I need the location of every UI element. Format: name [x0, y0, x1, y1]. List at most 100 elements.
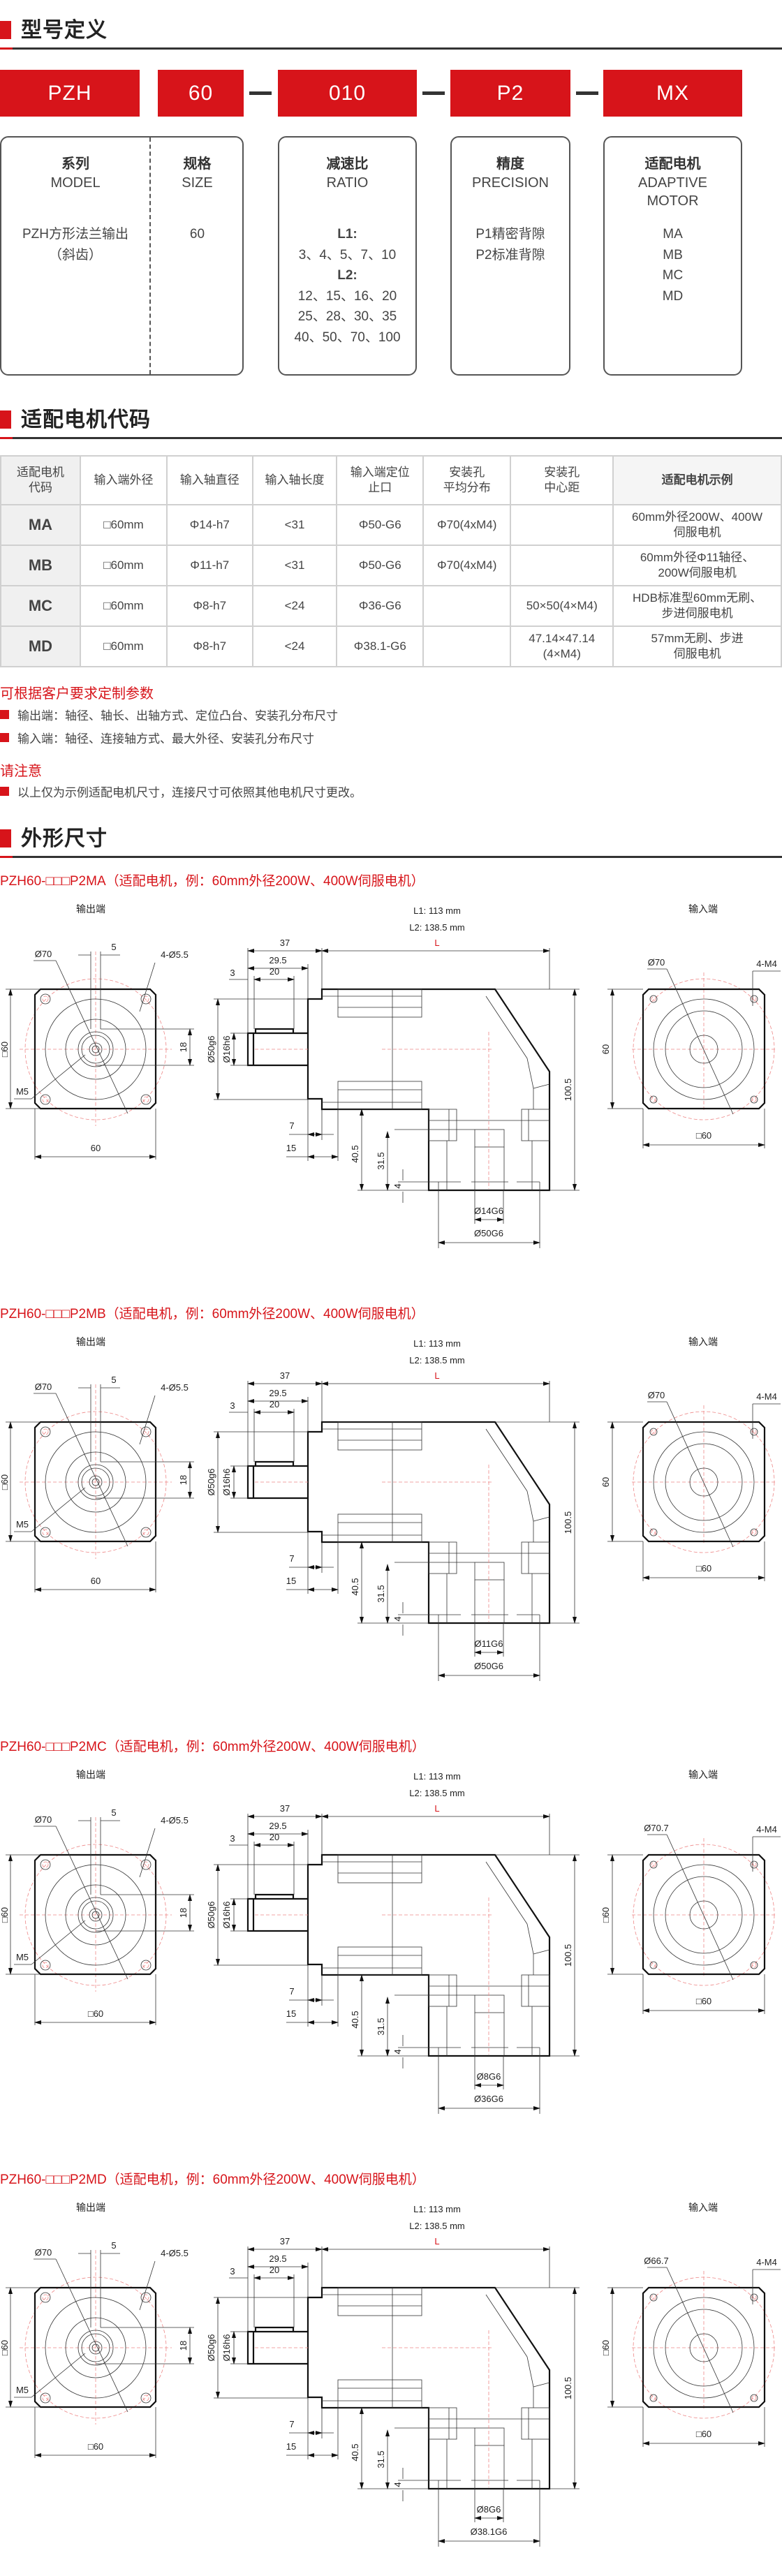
table-cell: <31 — [251, 504, 338, 546]
dim-31-5: 31.5 — [376, 1585, 386, 1602]
dim-out-circle: Ø70 — [35, 949, 52, 959]
dim-31-5: 31.5 — [376, 1152, 386, 1169]
dim-in-circle: Ø66.7 — [644, 2256, 668, 2266]
dim-key-height: 18 — [178, 1042, 189, 1052]
table-cell — [422, 585, 512, 627]
dim-in-bore: Ø11G6 — [475, 1638, 503, 1649]
motor-code-cell: MD — [0, 626, 81, 667]
section-title-dimensions: 外形尺寸 — [0, 825, 782, 858]
table-cell: Φ38.1-G6 — [336, 626, 425, 667]
motor-title: 适配电机 — [644, 156, 701, 172]
dim-in-bottom: □60 — [696, 2429, 711, 2439]
table-cell: <24 — [251, 626, 338, 667]
dim-out-bottom: □60 — [88, 2441, 103, 2452]
series-en: MODEL — [50, 175, 101, 191]
motor-code-cell: MB — [0, 545, 81, 586]
output-flange — [34, 1421, 157, 1543]
table-cell: Φ70(4xM4) — [422, 504, 512, 546]
text-l1: L1: 113 mm — [413, 2204, 461, 2214]
ratio-l1-label: L1: — [337, 227, 357, 242]
dim-out-holes: 4-Ø5.5 — [161, 949, 189, 960]
dim-20: 20 — [270, 2265, 279, 2275]
detail-size: 规格 SIZE 60 — [151, 138, 244, 374]
drawing-p2mb: PZH60-□□□P2MB（适配电机，例：60mm外径200W、400W伺服电机… — [0, 1306, 782, 1697]
detail-series-size: 系列 MODEL PZH方形法兰输出 （斜齿） 规格 SIZE 60 — [0, 136, 244, 376]
dim-4: 4 — [392, 1183, 403, 1188]
output-flange — [34, 1853, 157, 1976]
dim-in-bottom: □60 — [696, 1563, 711, 1574]
dim-in-holes: 4-M4 — [756, 958, 777, 969]
ratio-l2-values: 25、28、30、35 — [297, 309, 397, 324]
dim-L: L — [434, 1370, 439, 1381]
dim-in-circle: Ø70.7 — [644, 1823, 668, 1833]
dim-out-bottom: 60 — [91, 1576, 101, 1586]
table-cell: Φ50-G6 — [336, 504, 425, 546]
dim-4: 4 — [392, 1616, 403, 1621]
output-flange — [34, 988, 157, 1110]
dim-pilot: Ø50g6 — [206, 1035, 216, 1063]
dim-in-left: □60 — [600, 2340, 611, 2355]
input-end-label: 输入端 — [688, 1336, 718, 1347]
table-header-cell: 输入轴直径 — [165, 455, 253, 505]
table-cell: Φ11-h7 — [165, 545, 253, 586]
dim-29-5: 29.5 — [269, 1388, 286, 1398]
dim-shaft: Ø16h6 — [221, 2334, 232, 2361]
table-cell: HDB标准型60mm无刷、 步进伺服电机 — [612, 585, 782, 627]
dim-key-width: 5 — [111, 1807, 116, 1818]
motor-code: MA — [663, 227, 683, 242]
custom-param-item: 输出端：轴径、轴长、出轴方式、定位凸台、安装孔分布尺寸 — [0, 706, 338, 723]
dim-20: 20 — [270, 1832, 279, 1842]
dim-key-height: 18 — [178, 1475, 189, 1485]
series-title: 系列 — [61, 156, 89, 172]
motor-code-table: 适配电机 代码输入端外径输入轴直径输入轴长度输入端定位 止口安装孔 平均分布安装… — [0, 455, 782, 667]
table-cell: 60mm外径Φ11轴径、 200W伺服电机 — [612, 545, 782, 586]
code-part-motor: MX — [603, 70, 742, 117]
text-l2: L2: 138.5 mm — [409, 922, 465, 933]
table-cell: 60mm外径200W、400W 伺服电机 — [612, 504, 782, 546]
dim-out-bottom: □60 — [88, 2008, 103, 2019]
custom-params-heading: 可根据客户要求定制参数 — [0, 686, 154, 702]
section-marker — [0, 21, 11, 39]
table-cell: Φ50-G6 — [336, 545, 425, 586]
table-header-cell: 输入轴长度 — [251, 455, 338, 505]
dim-shaft: Ø16h6 — [221, 1901, 232, 1928]
table-cell: □60mm — [79, 504, 168, 546]
table-header-cell: 输入端定位 止口 — [336, 455, 425, 505]
dashed-divider — [149, 138, 151, 374]
dim-out-circle: Ø70 — [35, 1382, 52, 1392]
dim-out-circle: Ø70 — [35, 2247, 52, 2258]
table-cell: Φ36-G6 — [336, 585, 425, 627]
drawing-title: PZH60-□□□P2MA（适配电机，例：60mm外径200W、400W伺服电机… — [0, 874, 425, 889]
dim-20: 20 — [270, 1399, 279, 1409]
section-title-text: 外形尺寸 — [21, 827, 108, 850]
attention-heading: 请注意 — [0, 764, 42, 779]
code-separator — [576, 91, 598, 95]
detail-precision: 精度 PRECISION P1精密背隙 P2标准背隙 — [450, 136, 570, 376]
input-flange — [642, 988, 766, 1110]
precision-line: P1精密背隙 — [475, 227, 545, 242]
dim-7: 7 — [289, 1986, 294, 1997]
input-flange — [642, 1421, 766, 1543]
text-l2: L2: 138.5 mm — [409, 1788, 465, 1798]
dim-in-bore: Ø8G6 — [477, 2504, 501, 2515]
output-shaft — [246, 1460, 308, 1500]
section-divider — [0, 47, 782, 50]
dim-L: L — [434, 2236, 439, 2246]
dim-15: 15 — [286, 1576, 296, 1586]
table-cell: 47.14×47.14 (4×M4) — [510, 626, 614, 667]
drawing-p2mc: PZH60-□□□P2MC（适配电机，例：60mm外径200W、400W伺服电机… — [0, 1739, 782, 2130]
detail-motor: 适配电机 ADAPTIVE MOTOR MA MB MC MD — [603, 136, 742, 376]
text-l1: L1: 113 mm — [413, 1338, 461, 1349]
dim-out-square: □60 — [0, 2340, 10, 2355]
table-cell — [422, 626, 512, 667]
table-cell: □60mm — [79, 545, 168, 586]
dim-out-circle: Ø70 — [35, 1814, 52, 1825]
dim-out-thread: M5 — [16, 2385, 29, 2395]
dim-31-5: 31.5 — [376, 2018, 386, 2035]
dim-out-thread: M5 — [16, 1952, 29, 1962]
ratio-title: 减速比 — [326, 156, 369, 172]
